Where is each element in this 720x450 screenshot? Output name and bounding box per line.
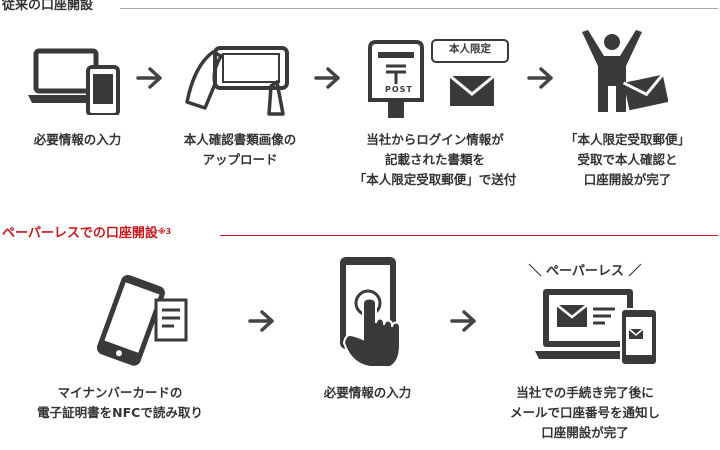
traditional-step-2-text: 本人確認書類画像の アップロード	[183, 132, 297, 167]
flow-arrow-icon	[248, 310, 274, 332]
footnote-mark: ※3	[157, 227, 172, 236]
laptop-phone-icon	[28, 48, 120, 115]
paperless-step-2-text: 必要情報の入力	[323, 385, 412, 400]
paperless-step-3-text: 当社での手続き完了後に メールで口座番号を通知し 口座開設が完了	[509, 385, 660, 440]
paperless-step-1-text: マイナンバーカードの 電子証明書をNFCで読み取り	[37, 385, 203, 420]
postbox-mail-icon	[368, 39, 509, 118]
smartphone-camera-icon	[185, 46, 289, 116]
traditional-section-title: 従来の口座開設	[2, 0, 102, 14]
phone-tap-icon	[340, 257, 401, 368]
paperless-title-text: ペーパーレスでの口座開設	[2, 226, 158, 241]
paperless-caption: ＼ ペーパーレス ／	[528, 264, 642, 279]
traditional-step-3-text: 当社からログイン情報が 記載された書類を 「本人限定受取郵便」で送付	[353, 132, 517, 187]
paperless-section-title: ペーパーレスでの口座開設※3	[2, 226, 180, 242]
phone-card-nfc-icon	[96, 274, 188, 366]
flow-arrow-icon	[136, 67, 162, 89]
traditional-step-1-text: 必要情報の入力	[33, 132, 122, 147]
flow-arrow-icon	[527, 67, 553, 89]
person-mail-icon	[582, 30, 668, 112]
paperless-divider	[220, 235, 718, 236]
traditional-title-text: 従来の口座開設	[2, 0, 94, 13]
flow-arrow-icon	[314, 67, 340, 89]
laptop-phone-mail-icon	[535, 289, 658, 365]
restricted-delivery-tag: 本人限定	[449, 43, 491, 55]
traditional-divider	[120, 8, 718, 9]
post-label: POST	[385, 85, 413, 94]
flow-arrow-icon	[450, 310, 476, 332]
traditional-step-4-text: 「本人限定受取郵便」 受取で本人確認と 口座開設が完了	[564, 132, 690, 187]
